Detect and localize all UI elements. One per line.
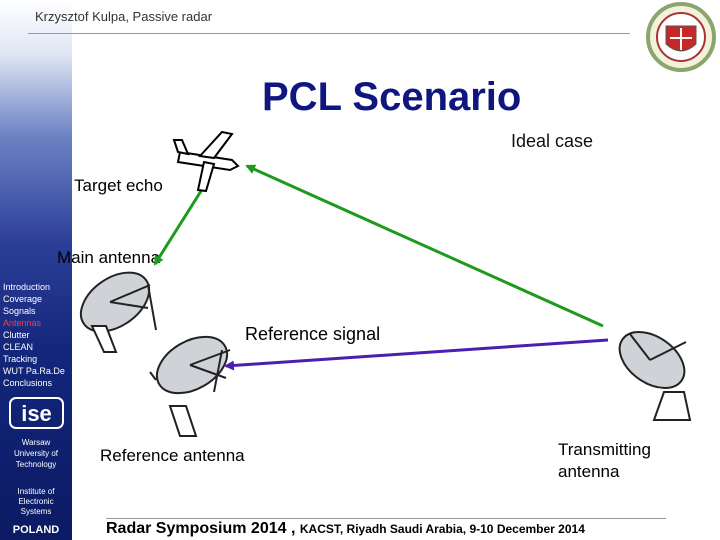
- university-line-2: University of: [13, 449, 58, 458]
- footer: Radar Symposium 2014 , KACST, Riyadh Sau…: [106, 520, 585, 538]
- reference-antenna-dish-icon: [149, 335, 231, 437]
- footer-divider: [106, 518, 666, 519]
- nav-item-introduction[interactable]: Introduction: [3, 282, 51, 292]
- nav-item-sognals[interactable]: Sognals: [3, 306, 36, 316]
- nav-item-conclusions[interactable]: Conclusions: [3, 378, 53, 388]
- nav-item-coverage[interactable]: Coverage: [3, 294, 43, 304]
- footer-main: Radar Symposium 2014 ,: [106, 520, 296, 537]
- label-main-antenna: Main antenna: [57, 248, 161, 267]
- institute-name: Institute of Electronic Systems: [4, 487, 68, 517]
- university-seal-icon: [646, 2, 716, 72]
- nav-item-wut-parade[interactable]: WUT Pa.Ra.De: [3, 366, 65, 376]
- label-transmitting-line2: antenna: [558, 462, 620, 481]
- transmitting-antenna-dish-icon: [618, 331, 692, 421]
- institute-line-2: Electronic: [18, 497, 54, 506]
- nav-item-clean[interactable]: CLEAN: [3, 342, 34, 352]
- university-line-3: Technology: [15, 460, 57, 469]
- author-line: Krzysztof Kulpa, Passive radar: [35, 9, 213, 24]
- label-reference-antenna: Reference antenna: [100, 446, 245, 465]
- university-name: Warsaw University of Technology: [4, 437, 68, 470]
- institute-line-3: Systems: [20, 507, 52, 516]
- label-transmitting-antenna: Transmitting antenna: [558, 439, 651, 483]
- sidebar: [0, 0, 72, 540]
- header-divider: [28, 33, 630, 34]
- main-antenna-dish-icon: [79, 271, 157, 353]
- label-reference-signal: Reference signal: [245, 324, 381, 344]
- footer-detail: KACST, Riyadh Saudi Arabia, 9-10 Decembe…: [299, 522, 585, 536]
- ise-logo: ise: [9, 397, 64, 429]
- country-label: POLAND: [12, 524, 60, 536]
- page-title: PCL Scenario: [262, 75, 522, 119]
- echo-arrow: [153, 179, 210, 266]
- nav-item-clutter[interactable]: Clutter: [3, 330, 30, 340]
- airplane-icon: [172, 130, 240, 193]
- subtitle: Ideal case: [511, 131, 594, 151]
- label-transmitting-line1: Transmitting: [558, 440, 651, 459]
- reference-signal-arrow: [224, 338, 609, 371]
- tx-to-target-arrow: [245, 164, 604, 328]
- ise-logo-text: ise: [21, 401, 52, 426]
- institute-line-1: Institute of: [17, 487, 55, 496]
- nav-item-tracking[interactable]: Tracking: [3, 354, 38, 364]
- nav-item-antennas[interactable]: Antennas: [3, 318, 42, 328]
- university-line-1: Warsaw: [21, 438, 51, 447]
- nav-menu: Introduction Coverage Sognals Antennas C…: [3, 281, 65, 389]
- label-target-echo: Target echo: [74, 176, 163, 195]
